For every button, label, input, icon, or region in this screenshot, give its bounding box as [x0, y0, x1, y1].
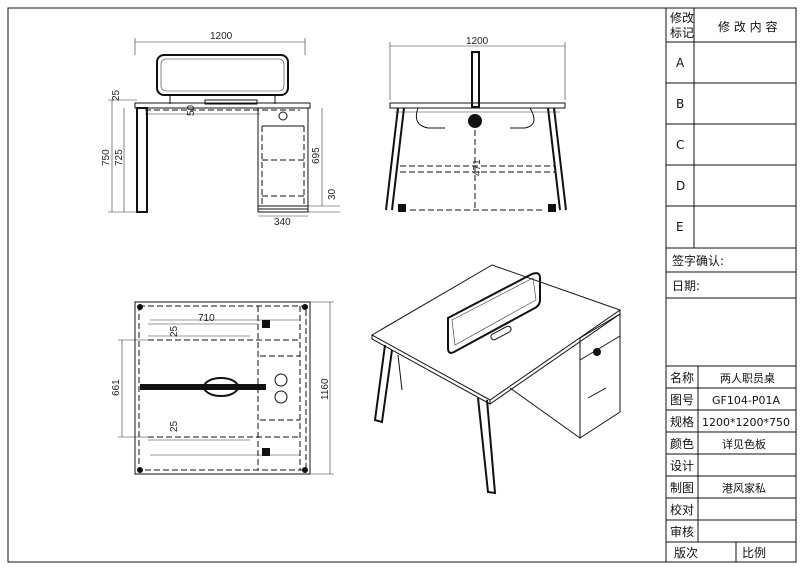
scale-label: 比例 [742, 546, 766, 560]
row-value-drawing-no: GF104-P01A [712, 394, 780, 407]
side-width-dim: 1200 [210, 31, 233, 42]
side-dim-340: 340 [274, 217, 291, 228]
side-dim-750: 750 [101, 149, 112, 166]
rev-b: B [676, 97, 684, 111]
rev-e: E [676, 220, 684, 234]
top-dim-25a: 25 [169, 325, 180, 337]
iso-screen-panel [447, 272, 541, 354]
version-label: 版次 [674, 546, 698, 560]
front-view: 1200 471 [385, 36, 567, 212]
row-value-name: 两人职员桌 [720, 372, 775, 385]
iso-cabinet [579, 313, 621, 439]
header-content: 修 改 内 容 [718, 19, 777, 34]
side-desktop [134, 102, 311, 109]
row-label-review: 审核 [670, 524, 694, 539]
top-desktop-outline [134, 301, 311, 475]
front-screen-panel [471, 51, 480, 108]
date-label: 日期: [672, 279, 700, 293]
row-label-spec: 规格 [670, 414, 694, 429]
side-leg [136, 107, 148, 213]
row-value-spec: 1200*1200*750 [702, 416, 790, 429]
top-dim-25b: 25 [169, 420, 180, 432]
side-cabinet [257, 107, 309, 210]
side-dim-50: 50 [186, 104, 197, 116]
sign-confirm: 签字确认: [672, 253, 724, 268]
iso-right-leg [477, 397, 497, 495]
title-block: 修改 标记 修 改 内 容 A B C D E 签字确认: 日期: 名称 两人职… [665, 8, 796, 562]
front-desktop [389, 102, 566, 109]
row-label-draft: 制图 [670, 481, 694, 495]
row-label-name: 名称 [670, 370, 694, 385]
front-width-dim: 1200 [466, 36, 489, 47]
row-label-color: 颜色 [670, 436, 694, 451]
row-label-design: 设计 [670, 459, 694, 473]
isometric-view [370, 264, 622, 495]
row-label-drawing-no: 图号 [670, 393, 694, 407]
header-mark-line1: 修改 [670, 10, 694, 25]
side-screen-panel [156, 54, 289, 96]
iso-left-leg [373, 344, 393, 424]
row-value-color: 详见色板 [722, 437, 766, 451]
side-dim-25: 25 [111, 89, 122, 101]
front-dim-471: 471 [472, 159, 483, 176]
rev-c: C [676, 138, 684, 152]
front-left-leg [385, 107, 405, 211]
top-view: 710 25 25 661 1160 [111, 301, 334, 475]
side-dim-725: 725 [114, 149, 125, 166]
side-view: 1200 25 750 725 50 [101, 31, 340, 228]
top-dim-710: 710 [198, 313, 215, 324]
front-grommet [468, 114, 482, 128]
rev-d: D [676, 179, 685, 193]
rev-a: A [676, 56, 685, 70]
side-dim-30: 30 [327, 188, 338, 200]
header-mark-line2: 标记 [670, 26, 694, 40]
row-label-check: 校对 [670, 502, 694, 517]
side-dim-695: 695 [311, 147, 322, 164]
top-dim-661: 661 [111, 379, 122, 396]
top-dim-1160: 1160 [320, 378, 331, 400]
row-value-draft: 港风家私 [722, 481, 766, 495]
front-right-leg [547, 107, 567, 211]
sheet-border [7, 7, 797, 563]
